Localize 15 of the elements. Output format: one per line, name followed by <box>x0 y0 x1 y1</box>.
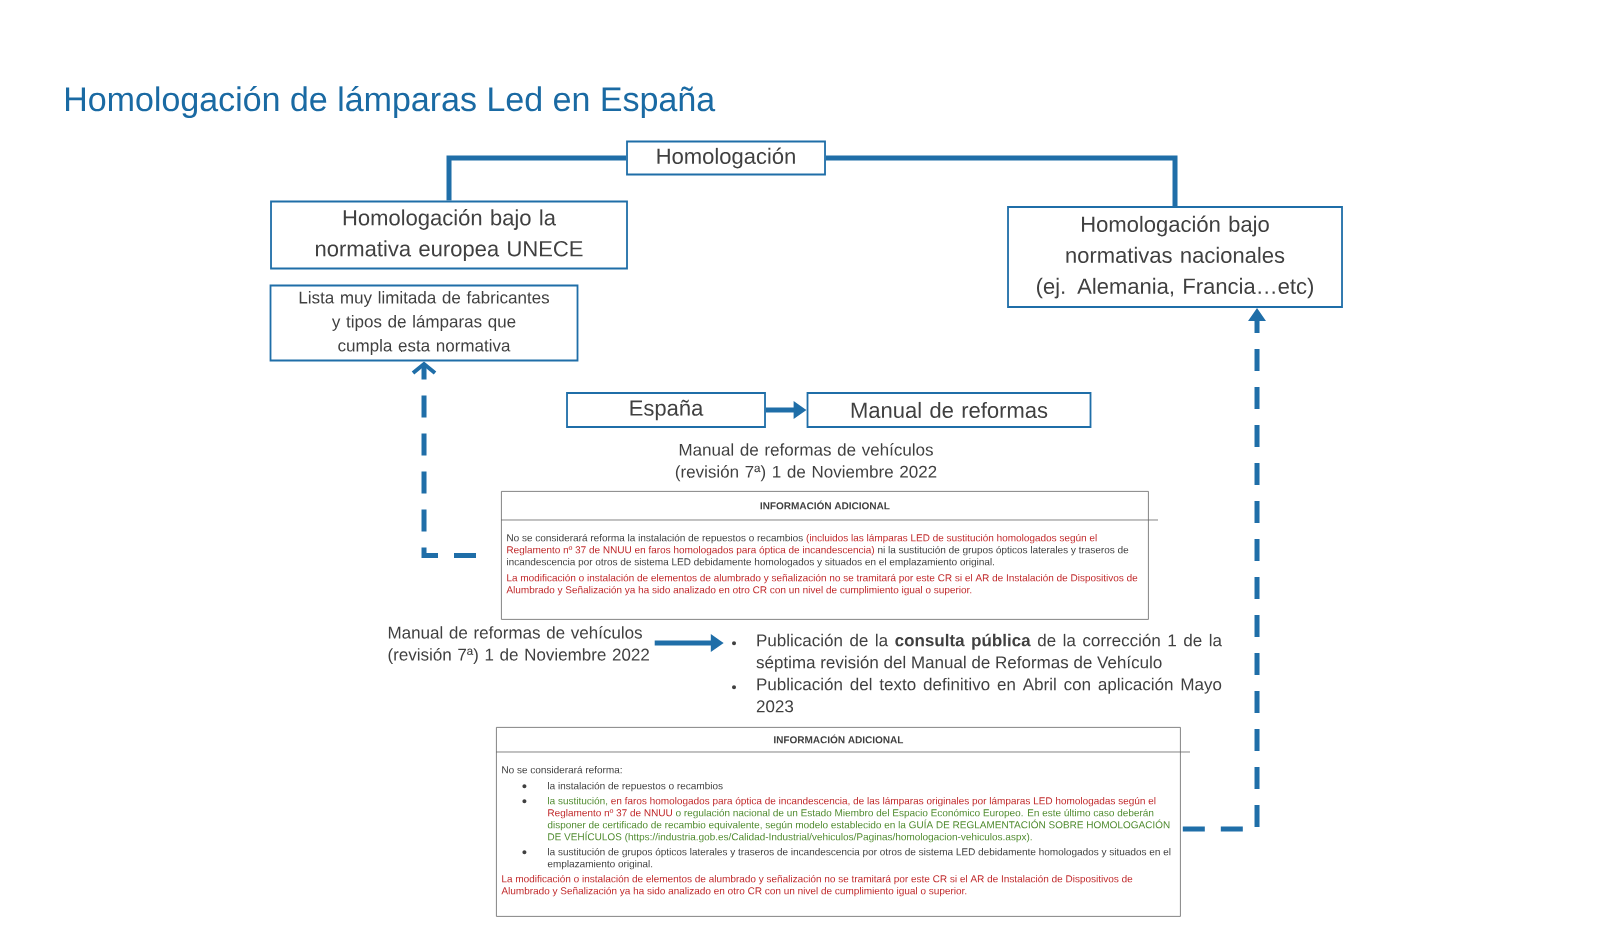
text-box: Homologación <box>626 140 826 176</box>
info-panel: INFORMACIÓN ADICIONAL No se considerará reforma la instalación de repuestos o recambios (incluidos las lámparas LED de sustitución homologados según el Reglamento nº 37 de NNUU en faros homologados para óptica de incandescencia) ni la sustitución de grupos ópticos laterales y traseros de incandescencia por otros de sistema LED debidamente homologados y situados en el emplazamiento original. La modificación o instalación de elementos de alumbrado y señalización no se tramitará por este CR si el AR de Instalación de Dispositivos de Alumbrado y Señalización ya ha sido analizado en otro CR con un nivel de cumplimiento igual o superior. <box>500 491 1159 620</box>
text-box: España <box>566 392 766 428</box>
node-label: Publicación del texto definitivo en Abril con aplicación Mayo 2023 <box>756 677 1222 713</box>
note-text: Manual de reformas de vehículos (revisión 7ª) 1 de Noviembre 2022 <box>388 626 649 664</box>
slide-title: Homologación de lámparas Led en España <box>66 85 716 119</box>
text-box: Manual de reformas <box>806 392 1092 428</box>
info-panel: INFORMACIÓN ADICIONAL No se considerará reforma: la instalación de repuestos o recambios la sustitución, en faros homologados para óptica de incandescencia, de las lámparas originales por lámparas LED homologadas según el Reglamento nº 37 de NNUU o regulación nacional de un Estado Miembro del Espacio Económico Europeo. En este último caso deberán disponer de certificado de recambio equivalente, según modelo establecido en la GUÍA DE REGLAMENTACIÓN SOBRE HOMOLOGACIÓN DE VEHÍCULOS (https://industria.gob.es/Calidad-Industrial/vehiculos/Paginas/homologacion-vehiculos.aspx). la sustitución de grupos ópticos laterales y traseros de incandescencia por otros de sistema LED debidamente homologados y situados en el emplazamiento original. La modificación o instalación de elementos de alumbrado y señalización no se tramitará por este CR si el AR de Instalación de Dispositivos de Alumbrado y Señalización ya ha sido analizado en otro CR con un nivel de cumplimiento igual o superior. <box>495 727 1191 917</box>
text-box: Homologación bajo normativas nacionales (ej. Alemania, Francia…etc) <box>1007 206 1343 308</box>
bullet-list: Publicación de la consulta pública de la corrección 1 de la séptima revisión del Manual de Reformas de Vehículo Publicación del texto definitivo en Abril con aplicación Mayo 2023 <box>732 633 1222 713</box>
connector-arrow <box>411 361 476 558</box>
text-box: Homologación bajo la normativa europea UNECE <box>270 200 628 270</box>
caption-text: Manual de reformas de vehículos (revisión 7ª) 1 de Noviembre 2022 <box>675 443 937 482</box>
node-label: Publicación de la consulta pública de la corrección 1 de la séptima revisión del Manual de Reformas de Vehículo <box>756 633 1222 672</box>
text-box: Lista muy limitada de fabricantes y tipos de lámparas que cumpla esta normativa <box>269 284 579 362</box>
